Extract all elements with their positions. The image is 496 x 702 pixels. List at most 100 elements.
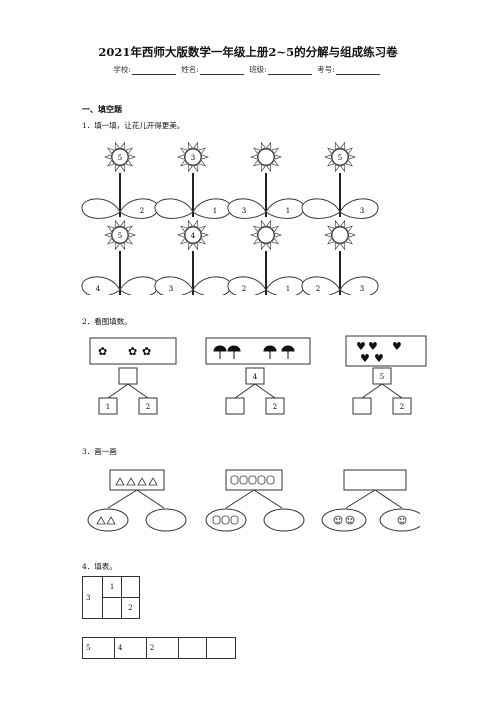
flower-center-circle[interactable] — [111, 148, 129, 166]
flower-left-number: 4 — [96, 285, 101, 293]
flower-left-number: 3 — [242, 207, 246, 215]
q4-t1-bottom-right[interactable]: 2 — [120, 597, 141, 619]
name-label: 姓名: — [181, 65, 199, 74]
flower-right-number: 3 — [360, 285, 364, 293]
circle-icon — [230, 475, 275, 485]
flower-left-number: 2 — [242, 285, 246, 293]
page-title: 2021年西师大版数学一年级上册2~5的分解与组成练习卷 — [98, 45, 398, 59]
heart-icon: ♥♥♥ ♥♥ — [356, 340, 402, 365]
triangle-icon — [115, 477, 158, 486]
smiley-left-oval[interactable] — [321, 508, 367, 532]
svg-text:✿: ✿ — [142, 345, 151, 358]
svg-text:✿: ✿ — [98, 345, 107, 358]
right-part-box[interactable] — [138, 397, 158, 415]
exam-no-blank[interactable] — [335, 66, 380, 75]
svg-text:♥: ♥ — [368, 340, 378, 353]
q4-t2-cell: 2 — [145, 637, 179, 659]
smiley-right-oval[interactable] — [379, 508, 420, 532]
number-tree: 42 — [225, 367, 285, 415]
q3-label: 3．画一画 — [82, 447, 117, 456]
number-tree: 52 — [352, 367, 412, 415]
circle-icon — [212, 515, 239, 525]
section-fill-blanks: 一、填空题 — [82, 104, 122, 114]
name-blank[interactable] — [199, 66, 244, 75]
svg-text:♥: ♥ — [356, 340, 366, 353]
svg-text:♥: ♥ — [360, 352, 370, 365]
exam-no-label: 考号: — [317, 65, 335, 74]
left-leaf[interactable] — [81, 276, 121, 295]
q4-table-1: 3 1 2 — [81, 576, 141, 619]
flower-center-circle[interactable] — [257, 226, 275, 244]
flower-center-circle[interactable] — [184, 148, 202, 166]
flower-right-number: 3 — [360, 207, 364, 215]
svg-text:✿: ✿ — [128, 345, 137, 358]
q4-t1-top-right[interactable] — [120, 576, 141, 598]
flower-top-number: 5 — [338, 154, 342, 162]
left-leaf[interactable] — [154, 198, 194, 219]
total-number: 4 — [253, 373, 258, 381]
flower-center-circle[interactable] — [331, 226, 349, 244]
school-blank[interactable] — [131, 66, 176, 75]
total-number: 5 — [380, 373, 384, 381]
left-leaf[interactable] — [301, 198, 341, 219]
circle-left-oval[interactable] — [205, 508, 247, 532]
smiley-icon — [333, 515, 355, 525]
triangle-icon — [96, 516, 116, 525]
sun-flower-icon: 43 — [154, 219, 232, 295]
umbrella-picture-frame — [205, 337, 311, 365]
left-part-box[interactable] — [352, 397, 372, 415]
flower-top-number: 4 — [191, 232, 196, 240]
total-box[interactable] — [118, 367, 138, 385]
triangle-box[interactable] — [109, 469, 165, 491]
smiley-box[interactable] — [343, 469, 407, 491]
q3-drawing — [87, 469, 420, 532]
student-info-line: 学校: 姓名: 班级: 考号: — [0, 64, 496, 75]
right-leaf[interactable] — [119, 276, 159, 295]
right-part-box[interactable] — [392, 397, 412, 415]
flower-center-circle[interactable] — [257, 148, 275, 166]
flower-center-circle[interactable] — [111, 226, 129, 244]
flower-top-number: 5 — [118, 154, 122, 162]
q4-t1-total: 3 — [81, 576, 104, 619]
flower-right-number: 2 — [140, 207, 144, 215]
q4-t2-cell: 4 — [113, 637, 147, 659]
right-part-number: 2 — [400, 403, 404, 411]
left-leaf[interactable] — [227, 276, 267, 295]
left-leaf[interactable] — [81, 198, 121, 219]
right-leaf[interactable] — [339, 276, 379, 295]
flower-center-circle[interactable] — [184, 226, 202, 244]
left-part-box[interactable] — [98, 397, 118, 415]
left-leaf[interactable] — [301, 276, 341, 295]
q4-t1-bottom-left[interactable] — [102, 597, 122, 619]
right-leaf[interactable] — [192, 276, 232, 295]
left-part-box[interactable] — [225, 397, 245, 415]
triangle-left-oval[interactable] — [87, 508, 129, 532]
q4-t1-top-left[interactable]: 1 — [102, 576, 122, 598]
triangle-right-oval[interactable] — [145, 508, 187, 532]
svg-text:♥: ♥ — [392, 340, 402, 353]
left-leaf[interactable] — [227, 198, 267, 219]
q1-label: 1．填一填，让花儿开得更美。 — [82, 121, 185, 130]
left-leaf[interactable] — [154, 276, 194, 295]
q4-t2-cell[interactable] — [177, 637, 208, 659]
flower-center-circle[interactable] — [331, 148, 349, 166]
heart-picture-frame — [345, 335, 427, 367]
flower-left-number: 2 — [316, 285, 320, 293]
right-part-box[interactable] — [265, 397, 285, 415]
sun-flower-icon: 52 — [81, 141, 159, 219]
circle-right-oval[interactable] — [263, 508, 305, 532]
q2-figures: ✿ ✿ ✿ ♥♥♥ ♥♥ — [89, 335, 427, 367]
right-leaf[interactable] — [339, 198, 379, 219]
q4-t2-cell[interactable] — [206, 637, 236, 659]
sun-flower-icon: 53 — [301, 141, 379, 219]
flower-top-number: 3 — [191, 154, 195, 162]
class-blank[interactable] — [267, 66, 312, 75]
sun-flower-icon: 31 — [154, 141, 232, 219]
class-label: 班级: — [249, 65, 267, 74]
